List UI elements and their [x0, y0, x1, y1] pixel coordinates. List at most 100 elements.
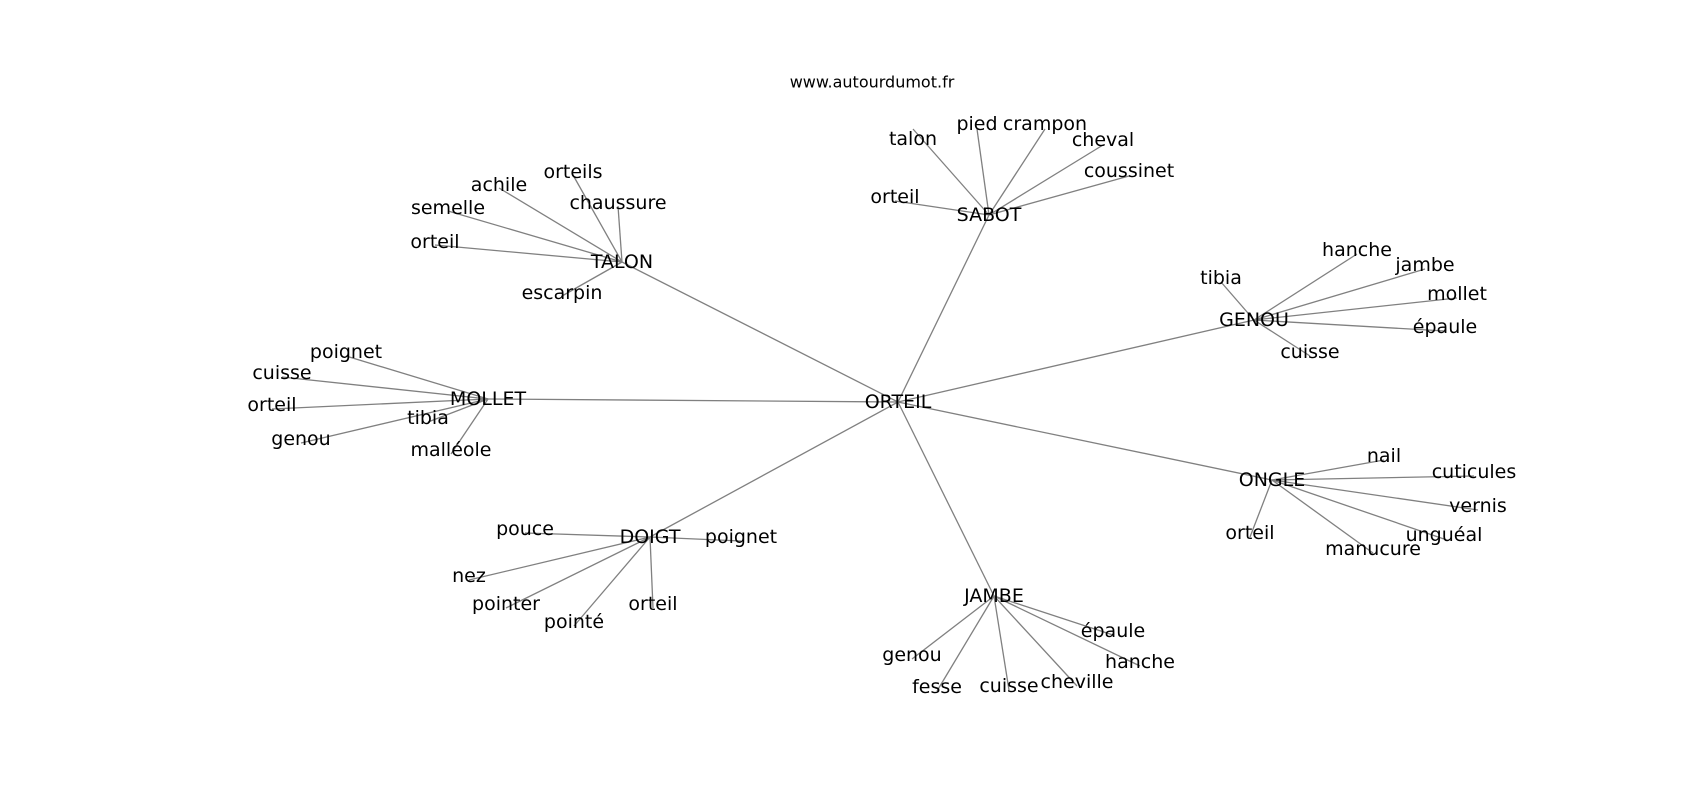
edge-mollet-leaf — [450, 398, 489, 455]
leaf-node: poignet — [705, 526, 777, 548]
edge-ongle-leaf — [1271, 459, 1385, 481]
hub-node-mollet: MOLLET — [450, 388, 527, 410]
leaf-node: pointé — [544, 611, 604, 633]
edge-genou-leaf — [1220, 281, 1255, 321]
edge-talon-leaf — [434, 244, 623, 263]
edge-genou-leaf — [1253, 268, 1426, 321]
leaf-node: pied — [956, 113, 997, 135]
leaf-node: fesse — [912, 676, 962, 698]
edge-doigt-leaf — [505, 536, 651, 609]
leaf-node: hanche — [1322, 239, 1392, 261]
leaf-node: cheval — [1072, 129, 1134, 151]
leaf-node: orteils — [543, 161, 602, 183]
edge-genou-leaf — [1253, 319, 1311, 357]
edge-center-mollet — [487, 398, 899, 403]
center-node: ORTEIL — [865, 391, 932, 413]
edge-center-jambe — [897, 401, 995, 597]
edge-doigt-leaf — [649, 536, 742, 542]
edge-talon-leaf — [561, 261, 623, 297]
source-credit: www.autourdumot.fr — [790, 73, 955, 92]
edge-talon-leaf — [498, 187, 623, 263]
leaf-node: cuisse — [979, 675, 1038, 697]
leaf-node: genou — [882, 644, 941, 666]
labels: TALON orteils achile chaussure semelle orteil… — [247, 113, 1516, 698]
hub-node-jambe: JAMBE — [963, 585, 1024, 607]
edge-genou-leaf — [1253, 297, 1458, 321]
leaf-node: orteil — [410, 231, 459, 253]
edge-center-talon — [621, 261, 899, 403]
leaf-node: cuisse — [252, 362, 311, 384]
edge-sabot-leaf — [912, 128, 990, 216]
edge-center-genou — [897, 319, 1255, 403]
hub-node-doigt: DOIGT — [620, 526, 681, 548]
edge-sabot-leaf — [894, 200, 990, 216]
edge-ongle-leaf — [1271, 479, 1445, 540]
edge-ongle-leaf — [1271, 475, 1475, 481]
leaf-node: unguéal — [1406, 524, 1483, 546]
leaf-node: genou — [271, 428, 330, 450]
edge-mollet-leaf — [345, 355, 489, 400]
edge-mollet-leaf — [427, 398, 489, 423]
edge-mollet-leaf — [271, 398, 489, 410]
edge-genou-leaf — [1253, 253, 1358, 321]
edge-ongle-leaf — [1271, 479, 1479, 511]
hub-node-sabot: SABOT — [957, 204, 1022, 226]
edge-sabot-leaf — [988, 144, 1104, 216]
leaf-node: cuisse — [1280, 341, 1339, 363]
leaf-node: pointer — [472, 593, 540, 615]
edge-genou-leaf — [1253, 319, 1446, 332]
leaf-node: pouce — [496, 518, 554, 540]
leaf-node: jambe — [1394, 254, 1454, 276]
leaf-node: chaussure — [569, 192, 666, 214]
leaf-node: orteil — [870, 186, 919, 208]
edge-jambe-leaf — [993, 595, 1078, 687]
edge-sabot-leaf — [976, 128, 990, 216]
edge-center-doigt — [649, 401, 899, 538]
edge-doigt-leaf — [573, 536, 651, 627]
leaf-node: poignet — [310, 341, 382, 363]
edge-mollet-leaf — [281, 376, 489, 400]
leaf-node: crampon — [1003, 113, 1087, 135]
leaf-node: épaule — [1081, 620, 1145, 642]
edge-ongle-leaf — [1271, 479, 1374, 554]
edges — [271, 128, 1479, 692]
leaf-node: vernis — [1449, 495, 1507, 517]
leaf-node: nez — [452, 565, 486, 587]
leaf-node: malléole — [411, 439, 492, 461]
edge-jambe-leaf — [911, 595, 995, 660]
leaf-node: tibia — [1200, 267, 1242, 289]
edge-jambe-leaf — [936, 595, 995, 692]
leaf-node: manucure — [1325, 538, 1421, 560]
edge-jambe-leaf — [993, 595, 1141, 667]
leaf-node: cuticules — [1432, 461, 1517, 483]
leaf-node: coussinet — [1084, 160, 1174, 182]
edge-jambe-leaf — [993, 595, 1010, 691]
hub-node-talon: TALON — [590, 251, 653, 273]
edge-doigt-leaf — [524, 532, 651, 538]
leaf-node: achile — [471, 174, 527, 196]
hub-node-genou: GENOU — [1219, 309, 1289, 331]
leaf-node: orteil — [1225, 522, 1274, 544]
edge-sabot-leaf — [988, 175, 1130, 216]
edge-center-sabot — [897, 214, 990, 403]
leaf-node: hanche — [1105, 651, 1175, 673]
edge-mollet-leaf — [300, 398, 489, 444]
edge-sabot-leaf — [988, 128, 1046, 216]
leaf-node: mollet — [1427, 283, 1487, 305]
leaf-node: épaule — [1413, 316, 1477, 338]
hub-node-ongle: ONGLE — [1239, 469, 1305, 491]
leaf-node: orteil — [628, 593, 677, 615]
leaf-node: orteil — [247, 394, 296, 416]
edge-ongle-leaf — [1249, 479, 1273, 538]
leaf-node: nail — [1367, 445, 1401, 467]
edge-talon-leaf — [572, 174, 623, 263]
edge-talon-leaf — [447, 210, 623, 263]
leaf-node: talon — [889, 128, 937, 150]
leaf-node: escarpin — [522, 282, 603, 304]
edge-talon-leaf — [617, 205, 623, 263]
edge-doigt-leaf — [649, 536, 654, 609]
leaf-node: semelle — [411, 197, 485, 219]
edge-center-ongle — [897, 401, 1273, 481]
edge-jambe-leaf — [993, 595, 1114, 636]
